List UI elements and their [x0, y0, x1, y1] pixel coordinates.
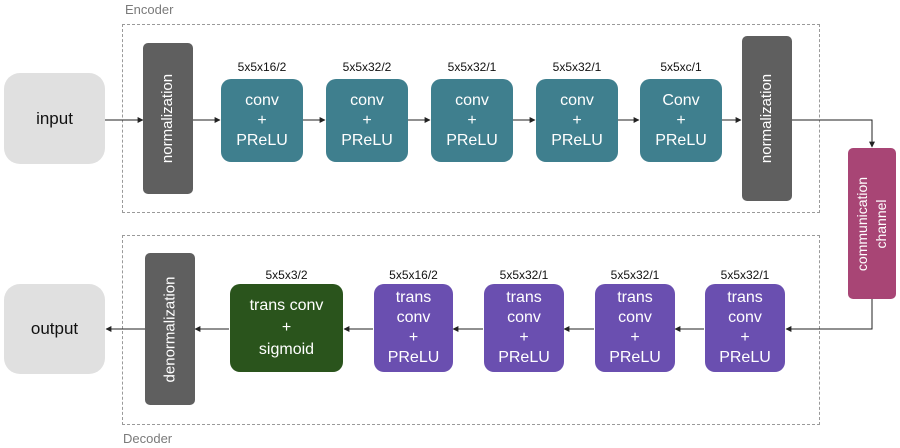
- trans-conv-block-3: trans conv + PReLU: [484, 284, 564, 372]
- sigmoid-line1: trans conv: [249, 297, 324, 314]
- conv1-dims: 5x5x16/2: [237, 60, 287, 74]
- output-node: output: [4, 284, 105, 374]
- conv1-line3: PReLU: [236, 131, 288, 149]
- dec3-line3: +: [519, 329, 529, 346]
- normalization-end: normalization: [742, 36, 792, 201]
- conv5-line3: PReLU: [655, 131, 707, 149]
- conv2-line3: PReLU: [341, 131, 393, 149]
- conv2-block: conv + PReLU: [326, 79, 408, 162]
- input-label: input: [36, 108, 73, 128]
- dec5-line4: PReLU: [719, 349, 771, 366]
- channel-line2: channel: [873, 198, 889, 249]
- encoder-frame: [122, 24, 820, 213]
- dec2-line2: conv: [396, 309, 431, 326]
- conv5-dims: 5x5xc/1: [660, 60, 702, 74]
- dec4-line2: conv: [618, 309, 652, 326]
- conv5-line1: Conv: [662, 91, 700, 109]
- dec2-line1: trans: [395, 289, 432, 306]
- trans-conv-block-4: trans conv + PReLU: [595, 284, 675, 372]
- decoder-frame: [122, 235, 820, 425]
- dec5-line2: conv: [728, 309, 762, 326]
- conv3-line3: PReLU: [446, 131, 498, 149]
- dec5-dims: 5x5x32/1: [720, 268, 770, 282]
- dec3-line4: PReLU: [498, 349, 550, 366]
- dec2-dims: 5x5x16/2: [389, 268, 438, 282]
- conv4-block: conv + PReLU: [536, 79, 618, 162]
- sigmoid-dims: 5x5x3/2: [265, 268, 308, 282]
- conv4-line1: conv: [560, 91, 594, 109]
- normalization-start: normalization: [143, 43, 193, 194]
- trans-conv-sigmoid-block: trans conv + sigmoid: [230, 284, 343, 372]
- dec5-line1: trans: [727, 289, 763, 306]
- conv2-dims: 5x5x32/2: [342, 60, 392, 74]
- dec4-line3: +: [630, 329, 640, 346]
- denormalization-label: denormalization: [161, 276, 179, 382]
- dec2-line3: +: [408, 329, 419, 346]
- denormalization: denormalization: [145, 253, 195, 405]
- arrow-norm-channel: [792, 119, 875, 148]
- conv1-line1: conv: [245, 91, 279, 109]
- arrow-channel-decoder: [785, 299, 873, 332]
- trans-conv-block-2: trans conv + PReLU: [374, 284, 453, 372]
- encoder-label: Encoder: [125, 2, 174, 17]
- conv1-line2: +: [257, 111, 267, 129]
- normalization-end-label: normalization: [758, 73, 776, 164]
- output-label: output: [30, 319, 79, 338]
- conv4-line2: +: [572, 111, 582, 129]
- dec4-dims: 5x5x32/1: [610, 268, 660, 282]
- conv5-block: Conv + PReLU: [640, 79, 722, 162]
- conv3-line1: conv: [455, 91, 489, 109]
- dec3-dims: 5x5x32/1: [499, 268, 549, 282]
- conv4-dims: 5x5x32/1: [552, 60, 602, 74]
- conv3-line2: +: [467, 111, 477, 129]
- conv4-line3: PReLU: [551, 131, 603, 149]
- conv3-dims: 5x5x32/1: [447, 60, 497, 74]
- dec4-line1: trans: [617, 289, 653, 306]
- dec3-line1: trans: [506, 289, 542, 306]
- decoder-label: Decoder: [123, 431, 173, 446]
- trans-conv-block-5: trans conv + PReLU: [705, 284, 785, 372]
- dec5-line3: +: [740, 329, 750, 346]
- dec2-line4: PReLU: [387, 349, 440, 366]
- conv2-line1: conv: [350, 91, 384, 109]
- sigmoid-line2: +: [281, 319, 292, 336]
- dec3-line2: conv: [507, 309, 541, 326]
- conv5-line2: +: [676, 111, 686, 129]
- conv3-block: conv + PReLU: [431, 79, 513, 162]
- normalization-start-label: normalization: [159, 73, 177, 164]
- input-node: input: [4, 73, 105, 164]
- sigmoid-line3: sigmoid: [258, 341, 315, 358]
- conv1-block: conv + PReLU: [221, 79, 303, 162]
- dec4-line4: PReLU: [609, 349, 661, 366]
- channel-line1: communication: [854, 176, 870, 271]
- conv2-line2: +: [362, 111, 372, 129]
- communication-channel: communication channel: [848, 148, 896, 299]
